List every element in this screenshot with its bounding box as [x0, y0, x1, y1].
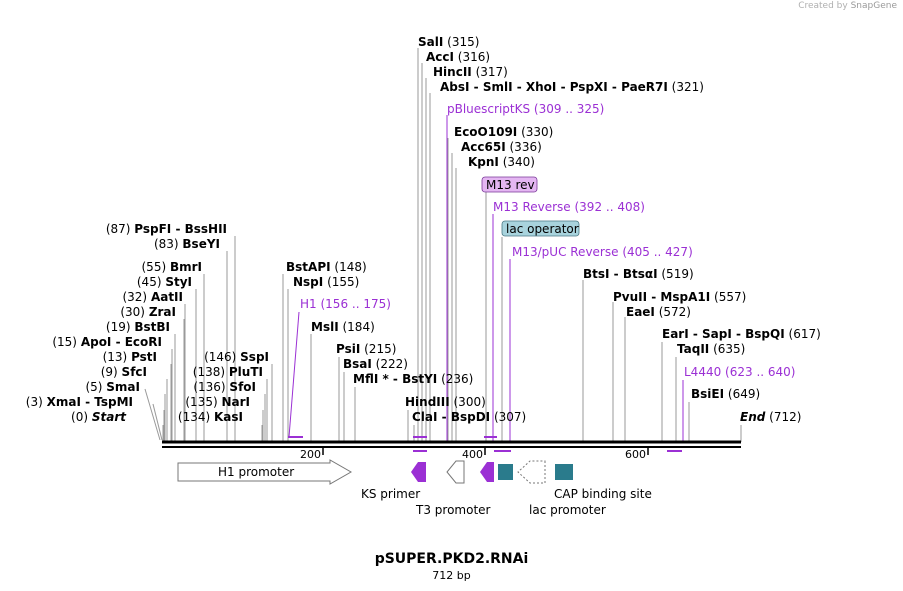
site-label-m13rev: M13 rev: [486, 178, 535, 192]
t3-promoter-label: T3 promoter: [415, 503, 491, 517]
site-label-sali: SalI (315): [418, 35, 479, 49]
site-label-h1: H1 (156 .. 175): [300, 297, 391, 311]
site-label-pvuii: PvuII - MspA1I (557): [613, 290, 746, 304]
primer-bars: [288, 436, 682, 452]
h1-promoter-arrow: [177, 459, 353, 485]
site-label-hincii: HincII (317): [433, 65, 508, 79]
site-label-sspi: (146) SspI: [204, 350, 269, 364]
dna-backbone: [162, 440, 741, 448]
lac-promoter-arrow: [517, 460, 546, 484]
site-label-nspi: NspI (155): [293, 275, 359, 289]
site-label-taqii: TaqII (635): [677, 342, 745, 356]
feature-labels: KS primer T3 promoter lac promoter CAP b…: [361, 487, 652, 517]
lac-operator-box: [498, 464, 513, 480]
cap-binding-site-label: CAP binding site: [554, 487, 652, 501]
site-label-m13puc: M13/pUC Reverse (405 .. 427): [512, 245, 693, 259]
site-label-end: End (712): [740, 410, 801, 424]
leader-lines: [144, 48, 742, 442]
site-label-apoi: (15) ApoI - EcoRI: [52, 335, 162, 349]
site-label-eari: EarI - SapI - BspQI (617): [662, 327, 821, 341]
ruler-label: 600: [625, 448, 646, 461]
site-label-pspfi: (87) PspFI - BssHII: [106, 222, 227, 236]
t3-promoter-arrow: [446, 460, 465, 484]
site-label-l4440: L4440 (623 .. 640): [684, 365, 795, 379]
map-length: 712 bp: [432, 569, 471, 582]
site-label-kpni: KpnI (340): [468, 155, 535, 169]
map-title: pSUPER.PKD2.RNAi: [374, 551, 529, 567]
site-label-psti: (13) PstI: [103, 350, 157, 364]
site-label-hindiii: HindIII (300): [405, 395, 486, 409]
site-label-bstbi: (19) BstBI: [106, 320, 170, 334]
m13-rev-box: [481, 176, 538, 193]
site-label-psii: PsiI (215): [336, 342, 396, 356]
feature-arrows: H1 promoter: [177, 459, 573, 485]
site-label-bseyi: (83) BseYI: [154, 237, 220, 251]
site-label-acc65: Acc65I (336): [461, 140, 542, 154]
site-label-lacop: lac operator: [506, 222, 579, 236]
ruler-label: 400: [462, 448, 483, 461]
site-label-bsiei: BsiEI (649): [691, 387, 760, 401]
site-label-acci: AccI (316): [426, 50, 490, 64]
site-label-m13reverse: M13 Reverse (392 .. 408): [493, 200, 645, 214]
site-label-absi: AbsI - SmlI - XhoI - PspXI - PaeR7I (321…: [440, 80, 704, 94]
site-label-eaei: EaeI (572): [626, 305, 691, 319]
site-label-xmai: (3) XmaI - TspMI: [26, 395, 133, 409]
h1-promoter-label: H1 promoter: [218, 465, 294, 479]
site-label-bstapi: BstAPI (148): [286, 260, 367, 274]
site-label-smai: (5) SmaI: [85, 380, 140, 394]
site-labels: SalI (315)AccI (316)HincII (317)AbsI - S…: [26, 35, 821, 424]
site-label-start: (0) Start: [71, 410, 127, 424]
snapgene-logo-text: SnapGene: [850, 1, 897, 11]
site-label-styi: (45) StyI: [137, 275, 192, 289]
ks-primer-arrow: [411, 462, 426, 482]
ks-primer-label: KS primer: [361, 487, 420, 501]
site-label-btsi: BtsI - BtsαI (519): [583, 267, 694, 281]
site-label-clai: ClaI - BspDI (307): [412, 410, 526, 424]
site-label-sfci: (9) SfcI: [101, 365, 147, 379]
primer-leader-lines: [288, 115, 684, 442]
snapgene-branding: Created by SnapGene: [798, 1, 897, 11]
site-label-aatii: (32) AatII: [122, 290, 183, 304]
site-label-eco109: EcoO109I (330): [454, 125, 553, 139]
m13-primer-arrow: [480, 462, 494, 482]
site-label-kasi: (134) KasI: [178, 410, 243, 424]
site-label-nari: (135) NarI: [185, 395, 250, 409]
site-label-msli: MslI (184): [311, 320, 375, 334]
lac-promoter-label: lac promoter: [529, 503, 606, 517]
site-label-pluti: (138) PluTI: [193, 365, 263, 379]
site-label-mfli: MflI * - BstYI (236): [353, 372, 473, 386]
site-label-zrai: (30) ZraI: [120, 305, 176, 319]
ruler-ticks: [322, 447, 649, 455]
site-label-bmri: (55) BmrI: [142, 260, 203, 274]
lac-operator-label-box: [501, 220, 580, 237]
site-label-bsai: BsaI (222): [343, 357, 408, 371]
ruler-labels: 200 400 600: [300, 448, 646, 461]
cap-binding-site-box: [555, 464, 573, 480]
ruler-label: 200: [300, 448, 321, 461]
site-label-sfoi: (136) SfoI: [193, 380, 256, 394]
site-label-pbks: pBluescriptKS (309 .. 325): [447, 102, 604, 116]
